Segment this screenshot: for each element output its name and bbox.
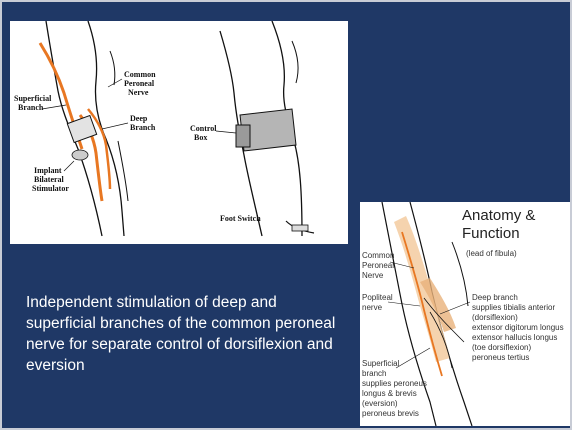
label-superficial-branch-2: Branch [18, 103, 44, 112]
label-control-box: Control [190, 124, 217, 133]
label-deep-6: peroneus tertius [472, 353, 529, 362]
label-foot-switch: Foot Switch [220, 214, 261, 223]
anatomy-title: Anatomy & [462, 207, 535, 224]
label-superficial-2: branch [362, 369, 386, 378]
anatomy-subtitle: (lead of fibula) [466, 249, 517, 258]
label-deep-5: (toe dorsiflexion) [472, 343, 531, 352]
label-common-peroneal-2: Peroneal [124, 79, 155, 88]
implant-diagram-drawing: Common Peroneal Nerve Superficial Branch… [10, 21, 348, 244]
label-deep-4: extensor hallucis longus [472, 333, 557, 342]
label-implant-3: Stimulator [32, 184, 69, 193]
label-deep-3: extensor digitorum longus [472, 323, 564, 332]
label-superficial-3: supplies peroneus [362, 379, 427, 388]
label-implant-2: Bilateral [34, 175, 65, 184]
label-control-box-2: Box [194, 133, 207, 142]
anatomy-title-2: Function [462, 225, 520, 242]
label-deep: Deep branch [472, 293, 518, 302]
slide-caption: Independent stimulation of deep and supe… [26, 292, 346, 376]
anatomy-diagram: Anatomy & Function (lead of fibula) Comm… [360, 202, 570, 426]
label-implant: Implant [34, 166, 62, 175]
label-popliteal-2: nerve [362, 303, 383, 312]
anatomy-diagram-drawing: Anatomy & Function (lead of fibula) Comm… [360, 202, 570, 426]
label-deep-1: supplies tibialis anterior [472, 303, 555, 312]
label-common-2: Peroneal [362, 261, 394, 270]
label-common: Common [362, 251, 394, 260]
label-superficial-5: (eversion) [362, 399, 398, 408]
label-superficial: Superficial [362, 359, 400, 368]
label-deep-branch-2: Branch [130, 123, 156, 132]
implant-diagram: Common Peroneal Nerve Superficial Branch… [10, 21, 348, 244]
label-common-3: Nerve [362, 271, 384, 280]
label-deep-2: (dorsiflexion) [472, 313, 518, 322]
label-popliteal: Popliteal [362, 293, 393, 302]
label-deep-branch: Deep [130, 114, 148, 123]
label-common-peroneal: Common [124, 70, 156, 79]
label-superficial-branch: Superficial [14, 94, 52, 103]
label-superficial-6: peroneus brevis [362, 409, 419, 418]
label-common-peroneal-3: Nerve [128, 88, 149, 97]
label-superficial-4: longus & brevis [362, 389, 417, 398]
